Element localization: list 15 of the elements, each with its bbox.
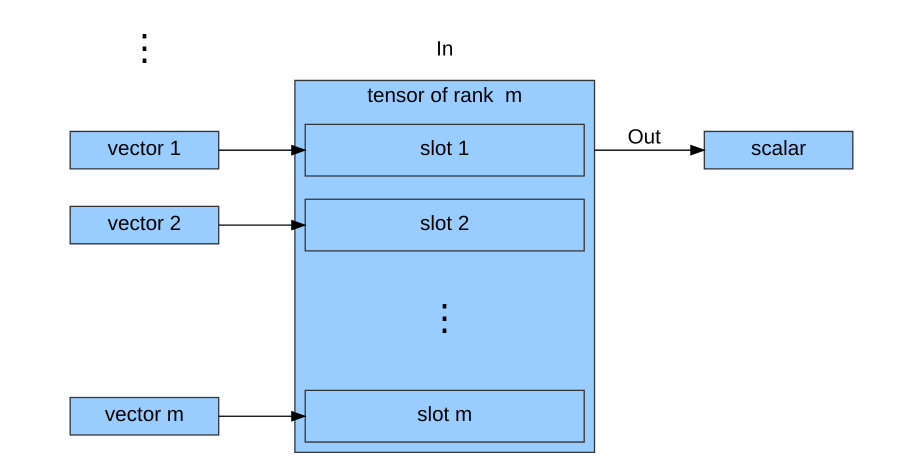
- edge-label: Out: [627, 125, 660, 148]
- arrow: [594, 144, 706, 156]
- node-box: slot 2: [304, 198, 584, 252]
- node-box: vector m: [69, 396, 219, 436]
- node-box: vector 2: [69, 206, 219, 244]
- arrow: [218, 144, 306, 156]
- node-box: slot m: [304, 390, 584, 443]
- node-box: slot 1: [304, 124, 584, 177]
- node-box: vector 1: [69, 130, 219, 170]
- arrow: [218, 220, 306, 231]
- node-box: scalar: [703, 130, 853, 170]
- label: ⋮: [126, 26, 162, 68]
- label: In: [436, 38, 453, 61]
- arrow: [218, 410, 306, 422]
- label: ⋮: [426, 296, 462, 338]
